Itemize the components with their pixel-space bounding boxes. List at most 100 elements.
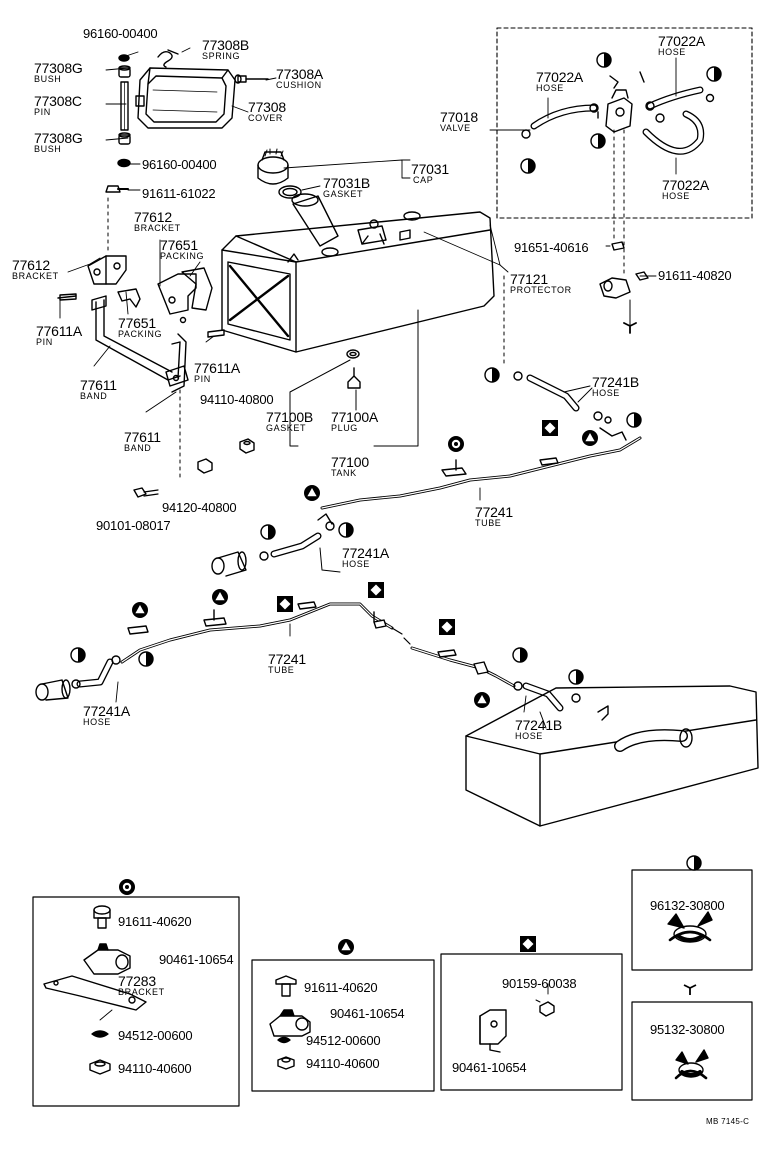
label-91611-61022: 91611-61022	[142, 186, 216, 201]
label-pin-77611a-left: 77611A PIN	[36, 323, 83, 347]
label-box2-nut: 94110-40600	[306, 1056, 380, 1071]
label-spring: 77308B SPRING	[202, 37, 250, 61]
clamp-box2	[269, 1009, 311, 1037]
label-hose-77241b-upper: 77241B HOSE	[592, 374, 640, 398]
label-96160-00400-lower: 96160-00400	[142, 157, 217, 172]
label-91611-40820: 91611-40820	[658, 268, 732, 283]
label-96160-00400-top: 96160-00400	[83, 26, 158, 41]
cushion	[234, 74, 269, 84]
label-protector: 77121 PROTECTOR	[510, 271, 572, 295]
drain-plug	[347, 367, 361, 389]
label-cap-gasket: 77031B GASKET	[323, 175, 371, 199]
clamp-box1	[83, 943, 131, 975]
label-pin-77611a-right: 77611A PIN	[194, 360, 241, 384]
label-box2-bolt: 91611-40620	[304, 980, 378, 995]
cap-gasket	[278, 185, 302, 199]
label-box1-bolt: 91611-40620	[118, 914, 192, 929]
label-box1-bracket: 77283 BRACKET	[118, 973, 165, 997]
tube-77241-upper	[320, 427, 642, 510]
bush-lower	[118, 132, 131, 145]
label-hose-77022a-bottom: 77022A HOSE	[662, 177, 710, 201]
label-cap: 77031 CAP	[411, 161, 449, 185]
washer-lower	[117, 158, 131, 168]
clamp-box3	[479, 1009, 507, 1053]
clip-95132	[674, 1049, 709, 1080]
label-hose-77241b-lower: 77241B HOSE	[515, 717, 563, 741]
cover	[135, 67, 236, 129]
clip-96132	[667, 911, 713, 943]
label-cushion: 77308A CUSHION	[276, 66, 324, 90]
washer-box1	[91, 1030, 109, 1038]
bracket-right	[157, 273, 197, 324]
label-box1-nut: 94110-40600	[118, 1061, 192, 1076]
pin-right	[207, 329, 225, 338]
clip-91651	[611, 241, 625, 251]
label-bracket-77612-left: 77612 BRACKET	[12, 257, 59, 281]
clamp-upper-ring	[441, 459, 467, 477]
label-packing-lower: 77651 PACKING	[118, 315, 163, 339]
pin-rod	[120, 81, 129, 131]
valve-77018	[605, 89, 633, 133]
connector-91611-40820	[599, 271, 649, 299]
nut-94110-40800	[239, 438, 255, 454]
label-cover: 77308 COVER	[248, 99, 286, 123]
label-bush-upper: 77308G BUSH	[34, 60, 83, 84]
hose-top-valve	[646, 86, 704, 110]
label-pin-77308c: 77308C PIN	[34, 93, 82, 117]
nut-box1	[89, 1059, 111, 1075]
label-box2-clamp: 90461-10654	[330, 1006, 405, 1021]
spring	[157, 49, 179, 68]
screw-box3	[535, 999, 555, 1017]
label-box2-washer: 94512-00600	[306, 1033, 381, 1048]
label-valve: 77018 VALVE	[440, 109, 478, 133]
fuel-tank-main	[221, 193, 501, 353]
label-box1-washer: 94512-00600	[118, 1028, 193, 1043]
label-hose-77241a-lower: 77241A HOSE	[83, 703, 131, 727]
label-hose-77022a-left: 77022A HOSE	[536, 69, 584, 93]
nut-94120-40800	[197, 458, 213, 474]
fuel-cap	[257, 148, 289, 185]
bolt-box1	[93, 905, 111, 929]
label-tube-upper: 77241 TUBE	[475, 504, 513, 528]
label-hose-77022a-top: 77022A HOSE	[658, 33, 706, 57]
label-hose-77241a-mid: 77241A HOSE	[342, 545, 390, 569]
label-tank-gasket: 77100B GASKET	[266, 409, 314, 433]
label-94120-40800: 94120-40800	[162, 500, 237, 515]
label-90101-08017: 90101-08017	[96, 518, 171, 533]
connector-lower	[35, 679, 71, 701]
hose-left-valve	[530, 104, 598, 130]
packing-large	[181, 267, 213, 311]
label-band-upper: 77611 BAND	[80, 377, 117, 401]
clamp-upper-dia	[539, 457, 559, 466]
label-box4-clip: 96132-30800	[650, 898, 725, 913]
connector-mid	[211, 551, 247, 577]
label-bush-lower: 77308G BUSH	[34, 130, 83, 154]
fuel-tank-lower	[465, 685, 759, 827]
label-band-lower: 77611 BAND	[124, 429, 161, 453]
band-left	[91, 295, 189, 393]
bracket-left	[87, 255, 127, 285]
diagram-code: MB 7145-C	[706, 1117, 750, 1126]
bracket-77283	[43, 975, 147, 1011]
label-94110-40800: 94110-40800	[200, 392, 274, 407]
nut-box2	[277, 1056, 295, 1070]
clamps-lower	[127, 601, 489, 675]
washer-top	[118, 54, 130, 62]
washer-box2	[277, 1036, 291, 1044]
pin-left	[57, 293, 77, 301]
bush-upper	[118, 65, 131, 78]
tube-77241-lower	[120, 602, 516, 688]
label-91651-40616: 91651-40616	[514, 240, 589, 255]
label-box1-clamp: 90461-10654	[159, 952, 234, 967]
label-tube-lower: 77241 TUBE	[268, 651, 306, 675]
label-tank: 77100 TANK	[331, 454, 369, 478]
hose-77241B-lower	[522, 682, 564, 712]
packing-small	[117, 288, 141, 308]
hose-77241A-lower	[76, 658, 114, 688]
bolt-90101-08017	[133, 487, 159, 498]
label-bracket-77612-upper: 77612 BRACKET	[134, 209, 181, 233]
label-box3-clamp: 90461-10654	[452, 1060, 527, 1075]
label-box3-screw: 90159-60038	[502, 976, 577, 991]
